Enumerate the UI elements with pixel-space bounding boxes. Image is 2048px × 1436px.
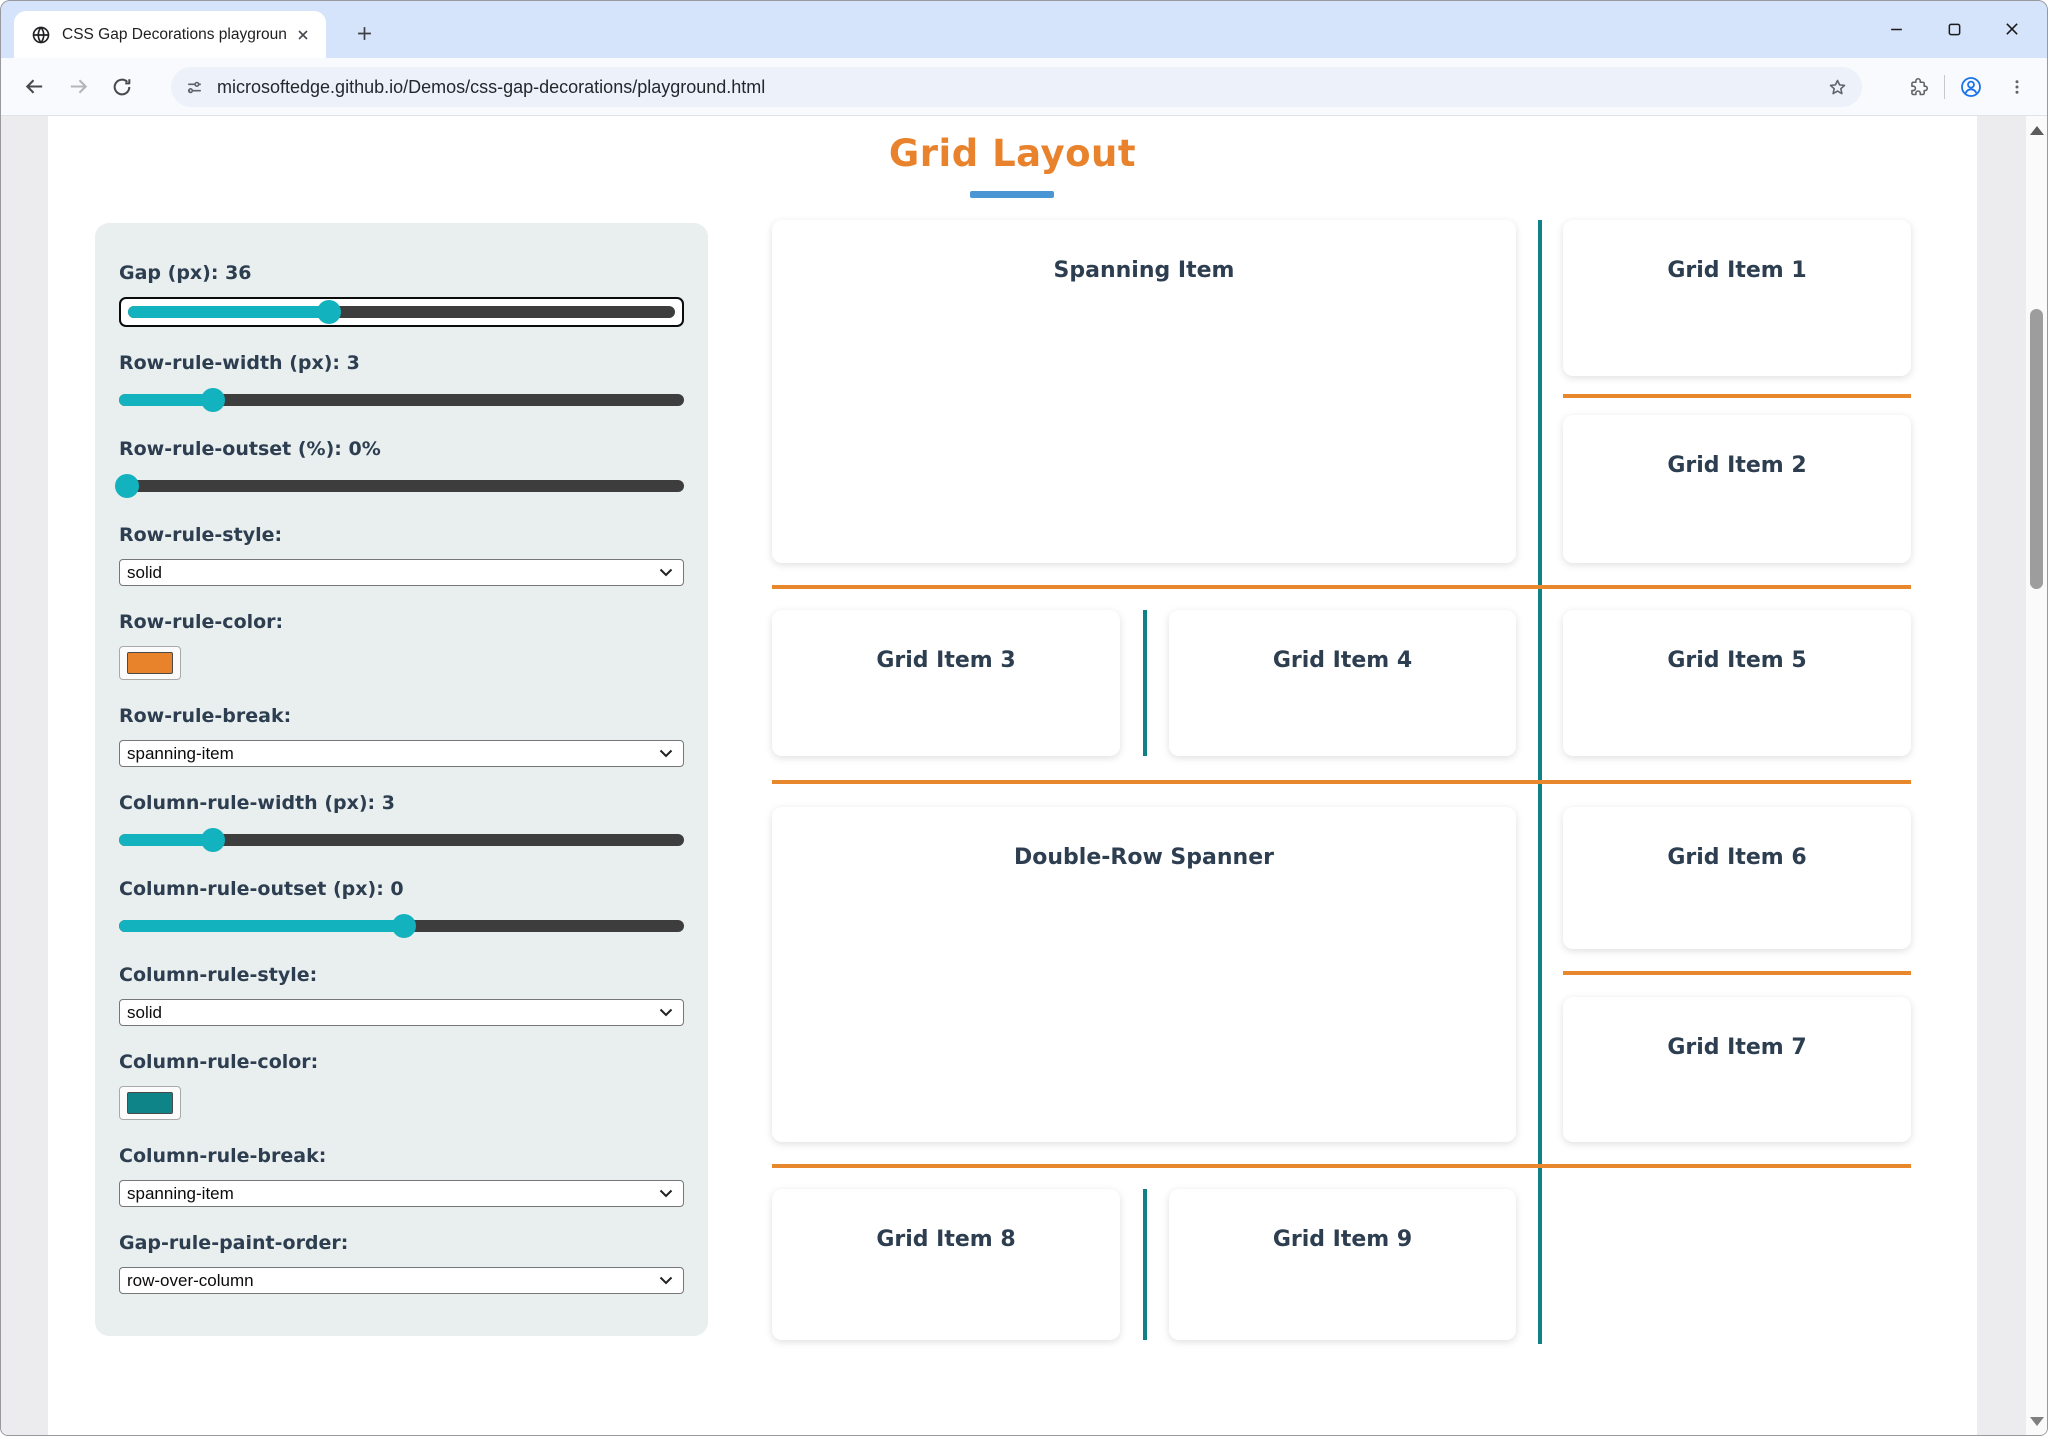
row-rule-break-label: Row-rule-break: [119,705,292,727]
column-rule-width-label: Column-rule-width (px): 3 [119,792,395,814]
row-rule-color-control: Row-rule-color: [119,610,684,680]
column-rule-color-control: Column-rule-color: [119,1050,684,1120]
gap-control: Gap (px): 36 [119,261,684,327]
column-rule-style-label: Column-rule-style: [119,964,318,986]
column-rule-break-label: Column-rule-break: [119,1145,327,1167]
grid-item-8: Grid Item 8 [772,1189,1120,1340]
column-rule-width-slider[interactable] [119,827,684,853]
close-button[interactable] [1983,10,2041,48]
column-rule-outset-slider-thumb[interactable] [392,914,417,938]
gap-rule-paint-order-label: Gap-rule-paint-order: [119,1232,349,1254]
row-rule-width-label: Row-rule-width (px): 3 [119,352,360,374]
chevron-down-icon [659,1189,673,1198]
column-rule-break-control: Column-rule-break: spanning-item [119,1144,684,1207]
row-rule [772,1164,1911,1168]
forward-button[interactable] [56,65,100,109]
row-rule-outset-slider[interactable] [115,473,684,499]
chevron-down-icon [659,1276,673,1285]
scroll-up-arrow-icon[interactable] [2030,126,2044,135]
plus-icon [357,26,371,40]
grid-demo-area: Spanning Item Grid Item 1 Grid Item 2 Gr… [772,220,1911,1344]
row-rule [1563,971,1911,975]
row-rule-color-picker[interactable] [119,646,181,680]
row-rule [1563,394,1911,398]
column-rule-break-select[interactable]: spanning-item [119,1180,684,1207]
column-rule-color-label: Column-rule-color: [119,1051,319,1073]
gap-slider[interactable] [128,300,675,324]
url-text[interactable]: microsoftedge.github.io/Demos/css-gap-de… [217,76,766,97]
scrollbar-thumb[interactable] [2030,309,2043,589]
grid-item-3: Grid Item 3 [772,610,1120,756]
row-rule-break-select[interactable]: spanning-item [119,740,684,767]
row-rule-break-control: Row-rule-break: spanning-item [119,704,684,767]
title-underline [970,191,1054,198]
controls-panel: Gap (px): 36 Row-rule-width (px): 3 Row-… [95,223,708,1336]
tab-title: CSS Gap Decorations playgroun [62,25,287,43]
column-rule-style-control: Column-rule-style: solid [119,963,684,1026]
bookmark-star-icon[interactable] [1827,77,1848,98]
chevron-down-icon [659,1008,673,1017]
row-rule-style-control: Row-rule-style: solid [119,523,684,586]
tab-close-icon[interactable] [292,24,314,46]
new-tab-button[interactable] [348,17,380,49]
site-settings-icon[interactable] [185,78,204,97]
reload-button[interactable] [100,65,144,109]
gap-label: Gap (px): 36 [119,262,252,284]
window-controls [1867,9,2041,49]
toolbar-right-icons [1898,67,2037,107]
profile-icon[interactable] [1951,67,1991,107]
gap-slider-focus-ring [119,297,684,327]
row-rule-width-control: Row-rule-width (px): 3 [119,351,684,413]
row-rule-width-slider-thumb[interactable] [201,388,226,412]
column-rule-width-control: Column-rule-width (px): 3 [119,791,684,853]
row-rule-outset-slider-thumb[interactable] [115,474,140,498]
row-rule [772,780,1911,784]
grid-item-6: Grid Item 6 [1563,807,1911,949]
row-rule [772,585,1911,589]
extensions-icon[interactable] [1898,67,1938,107]
toolbar-separator [1944,75,1945,99]
chevron-down-icon [659,749,673,758]
row-rule-color-label: Row-rule-color: [119,611,284,633]
column-rule [1143,1189,1147,1340]
column-rule-outset-label: Column-rule-outset (px): 0 [119,878,404,900]
page-title: Grid Layout [888,132,1137,175]
grid-item-4: Grid Item 4 [1169,610,1516,756]
column-rule-outset-control: Column-rule-outset (px): 0 [119,877,684,939]
column-rule [1143,610,1147,756]
column-rule-color-picker[interactable] [119,1086,181,1120]
row-rule-width-slider[interactable] [119,387,684,413]
chevron-down-icon [659,568,673,577]
grid-item-7: Grid Item 7 [1563,997,1911,1142]
row-rule-outset-label: Row-rule-outset (%): 0% [119,438,381,460]
gap-rule-paint-order-select[interactable]: row-over-column [119,1267,684,1294]
column-rule-outset-slider[interactable] [119,913,684,939]
globe-favicon-icon [32,26,50,43]
browser-toolbar: microsoftedge.github.io/Demos/css-gap-de… [1,58,2047,116]
menu-dots-icon[interactable] [1997,67,2037,107]
grid-item-spanning: Spanning Item [772,220,1516,563]
url-bar[interactable]: microsoftedge.github.io/Demos/css-gap-de… [171,67,1862,107]
maximize-button[interactable] [1925,10,1983,48]
grid-item-2: Grid Item 2 [1563,415,1911,563]
grid-item-double-row-spanner: Double-Row Spanner [772,807,1516,1142]
scroll-down-arrow-icon[interactable] [2030,1417,2044,1426]
browser-tab[interactable]: CSS Gap Decorations playgroun [14,11,326,58]
vertical-scrollbar[interactable] [2026,116,2047,1435]
page-content: Grid Layout Gap (px): 36 Row-rule-width … [1,116,2047,1435]
back-button[interactable] [12,65,56,109]
row-rule-style-select[interactable]: solid [119,559,684,586]
gap-slider-thumb[interactable] [316,300,341,324]
tab-strip: CSS Gap Decorations playgroun [1,1,2047,58]
grid-item-5: Grid Item 5 [1563,610,1911,756]
row-rule-outset-control: Row-rule-outset (%): 0% [115,437,684,499]
row-rule-style-label: Row-rule-style: [119,524,283,546]
minimize-button[interactable] [1867,10,1925,48]
grid-item-9: Grid Item 9 [1169,1189,1516,1340]
gap-rule-paint-order-control: Gap-rule-paint-order: row-over-column [119,1231,684,1294]
grid-item-1: Grid Item 1 [1563,220,1911,376]
column-rule-width-slider-thumb[interactable] [201,828,226,852]
column-rule-style-select[interactable]: solid [119,999,684,1026]
